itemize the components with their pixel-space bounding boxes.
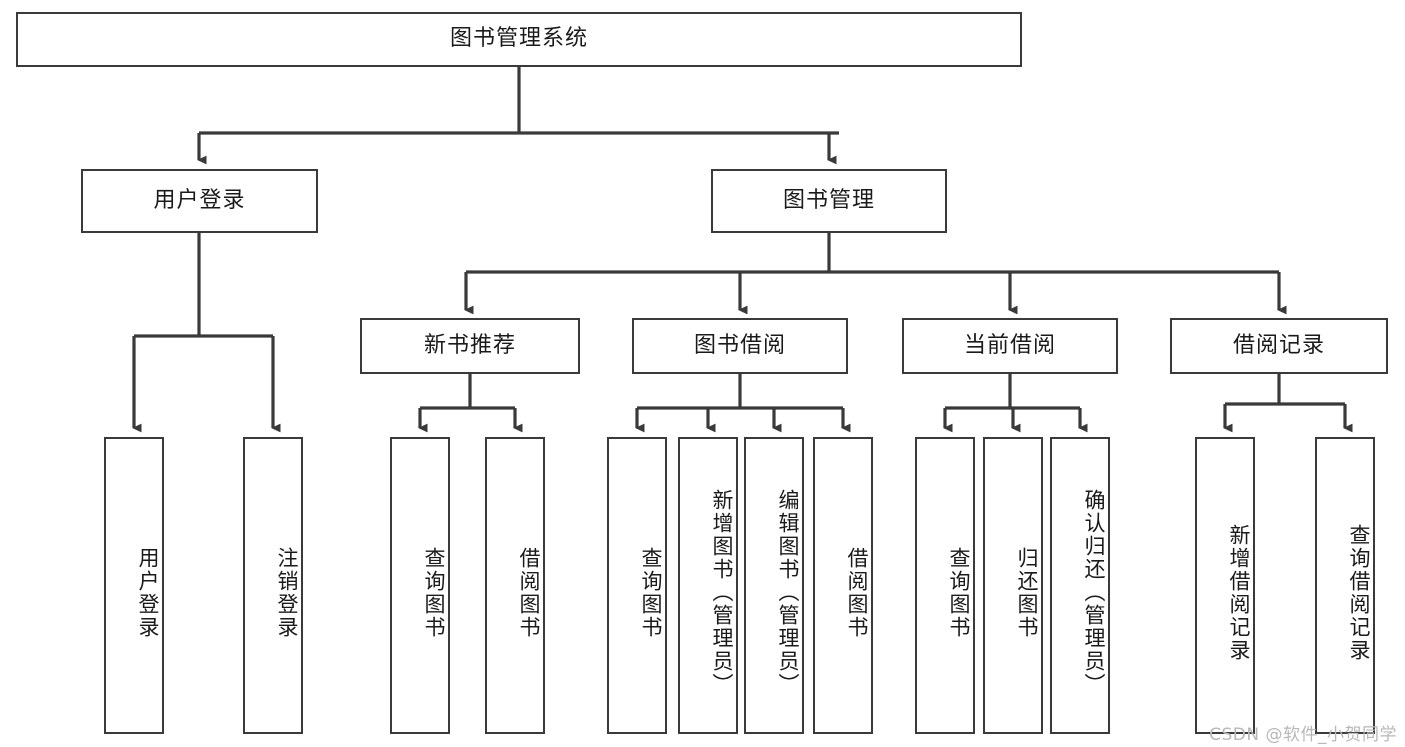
node-leaf-edit-book-admin[interactable]: 编辑图书（管理员） (744, 437, 804, 734)
node-current-borrow[interactable]: 当前借阅 (902, 318, 1118, 374)
node-root-system[interactable]: 图书管理系统 (16, 12, 1022, 67)
node-leaf-query-book[interactable]: 查询图书 (607, 437, 667, 734)
node-leaf-add-borrow-record[interactable]: 新增借阅记录 (1195, 437, 1255, 734)
node-leaf-borrow-book-recommend[interactable]: 借阅图书 (485, 437, 545, 734)
node-leaf-query-book-current[interactable]: 查询图书 (915, 437, 975, 734)
node-leaf-user-logout[interactable]: 注销登录 (243, 437, 303, 734)
node-book-borrow[interactable]: 图书借阅 (632, 318, 848, 374)
node-leaf-add-book-admin[interactable]: 新增图书（管理员） (678, 437, 738, 734)
node-user-login[interactable]: 用户登录 (81, 169, 318, 233)
node-leaf-return-book[interactable]: 归还图书 (983, 437, 1043, 734)
csdn-watermark: CSDN @软件_小贺同学 (1209, 725, 1397, 745)
node-book-manage[interactable]: 图书管理 (711, 169, 947, 233)
node-leaf-confirm-return-admin[interactable]: 确认归还（管理员） (1050, 437, 1110, 734)
node-leaf-query-book-recommend[interactable]: 查询图书 (390, 437, 450, 734)
node-leaf-user-login[interactable]: 用户登录 (104, 437, 164, 734)
node-leaf-query-borrow-record[interactable]: 查询借阅记录 (1315, 437, 1375, 734)
node-new-book-recommend[interactable]: 新书推荐 (360, 318, 580, 374)
node-leaf-borrow-book[interactable]: 借阅图书 (813, 437, 873, 734)
node-borrow-record[interactable]: 借阅记录 (1170, 318, 1388, 374)
